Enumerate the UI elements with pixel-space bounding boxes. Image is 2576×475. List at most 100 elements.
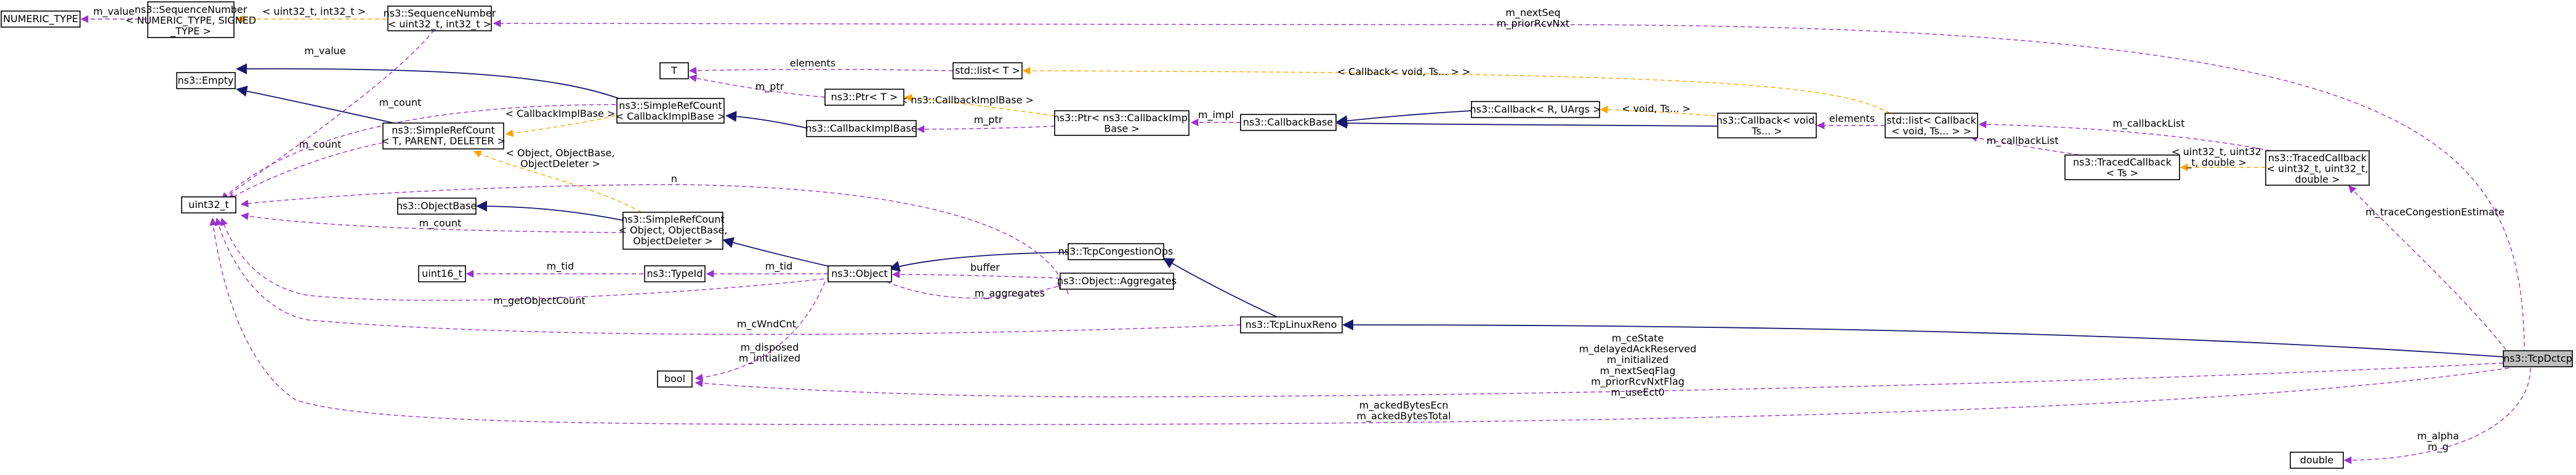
node-object[interactable]: ns3::Object [827, 265, 892, 282]
edge-m-ptr-t: m_ptr [688, 74, 826, 98]
label-line: m_delayedAckReserved [1579, 343, 1697, 356]
label-line: m_initialized [1607, 354, 1668, 366]
edge-m-value-seq: m_value [220, 30, 435, 201]
node-simple-ref-count-generic[interactable]: ns3::SimpleRefCount< T, PARENT, DELETER … [381, 122, 505, 150]
edge-inherit-empty-generic [236, 86, 395, 124]
node-uint32[interactable]: uint32_t [181, 196, 236, 214]
label-line: ns3::SequenceNumber [384, 7, 496, 19]
edge-elements-callback: elements [1816, 113, 1885, 130]
label-line: elements [1829, 113, 1875, 124]
edge-inherit-tcplinuxreno [1162, 258, 1281, 319]
node-callback-void-ts[interactable]: ns3::Callback< void,Ts... > [1717, 113, 1818, 138]
svg-text:m_count: m_count [419, 217, 462, 230]
label-line: m_value [93, 6, 134, 18]
label-line: m_nextSeqFlag [1600, 365, 1676, 377]
svg-text:< Object, ObjectBase,ObjectDel: < Object, ObjectBase,ObjectDeleter > [506, 147, 615, 170]
label-line: ns3::ObjectBase [396, 200, 477, 212]
node-simple-ref-count-callback[interactable]: ns3::SimpleRefCount< CallbackImplBase > [616, 98, 726, 124]
node-tcp-dctcp[interactable]: ns3::TcpDctcp [2503, 350, 2573, 367]
node-object-aggregates[interactable]: ns3::Object::Aggregates [1057, 273, 1177, 290]
label-line: m_priorRcvNxtFlag [1591, 375, 1684, 388]
label-line: ns3::Callback< R, UArgs > [1470, 103, 1601, 115]
svg-text:m_cWndCnt: m_cWndCnt [737, 318, 796, 330]
svg-text:ns3::Empty: ns3::Empty [177, 74, 233, 86]
label-line: NUMERIC_TYPE [3, 13, 78, 25]
svg-text:m_impl: m_impl [1198, 109, 1234, 121]
label-line: ns3::TcpCongestionOps [1058, 245, 1173, 257]
label-line: _TYPE > [170, 25, 211, 38]
node-std-list-t[interactable]: std::list< T > [952, 62, 1023, 79]
edge-inherit-tcpdctcp [1342, 319, 2504, 357]
edge-m-impl: m_impl [1190, 109, 1241, 127]
node-uint16[interactable]: uint16_t [418, 265, 466, 282]
label-line: m_ceState [1612, 332, 1664, 345]
node-traced-callback-u32[interactable]: ns3::TracedCallback< uint32_t, uint32_t,… [2265, 150, 2370, 186]
node-callback-base[interactable]: ns3::CallbackBase [1240, 114, 1337, 131]
label-line: ns3::Ptr< ns3::CallbackImpl [1053, 112, 1191, 124]
node-callback-impl-base[interactable]: ns3::CallbackImplBase [805, 120, 917, 137]
edge-inherit-callback-void [1336, 118, 1718, 129]
svg-text:< uint32_t, uint32_t, double >: < uint32_t, uint32_t, double > [2171, 146, 2261, 169]
node-numeric-type[interactable]: NUMERIC_TYPE [1, 10, 81, 28]
label-line: < Callback< void, Ts... > > [1337, 66, 1471, 78]
edge-elements-t: elements [688, 57, 954, 75]
edge-callbacklist-ts: m_callbackList [1969, 134, 2094, 158]
label-line: ns3::SimpleRefCount [621, 214, 724, 225]
svg-text:< uint32_t, int32_t >: < uint32_t, int32_t > [262, 6, 366, 18]
node-callback-r-uargs[interactable]: ns3::Callback< R, UArgs > [1470, 101, 1601, 118]
label-line: m_callbackList [2112, 118, 2184, 130]
svg-text:ns3::SequenceNumber< NUMERIC_T: ns3::SequenceNumber< NUMERIC_TYPE, SIGNE… [126, 4, 256, 38]
node-object-base[interactable]: ns3::ObjectBase [396, 198, 477, 215]
label-line: double > [2295, 174, 2340, 185]
label-line: < uint32_t, int32_t > [262, 6, 366, 18]
node-ptr-t[interactable]: ns3::Ptr< T > [824, 89, 904, 106]
label-line: m_tid [547, 260, 574, 273]
svg-text:ns3::TcpLinuxReno: ns3::TcpLinuxReno [1246, 319, 1337, 330]
node-double[interactable]: double [2290, 452, 2344, 469]
label-line: std::list< T > [955, 65, 1020, 76]
label-line: ns3::SimpleRefCount [392, 124, 494, 136]
svg-text:ns3::Callback< void,Ts... >: ns3::Callback< void,Ts... > [1717, 114, 1818, 137]
node-tcp-linux-reno[interactable]: ns3::TcpLinuxReno [1240, 316, 1343, 333]
svg-text:m_callbackList: m_callbackList [2112, 118, 2184, 130]
label-line: m_tid [765, 260, 792, 273]
label-line: m_getObjectCount [493, 295, 585, 307]
node-sequence-number-generic[interactable]: ns3::SequenceNumber< NUMERIC_TYPE, SIGNE… [126, 1, 256, 38]
label-line: m_disposed [741, 341, 799, 354]
label-line: m_count [299, 138, 342, 151]
edge-m-tid: m_tid [706, 260, 828, 278]
node-sequence-number-u32[interactable]: ns3::SequenceNumber< uint32_t, int32_t > [384, 6, 496, 31]
node-tcp-congestion-ops[interactable]: ns3::TcpCongestionOps [1058, 243, 1173, 260]
svg-text:m_value: m_value [93, 6, 134, 18]
svg-text:ns3::Callback< R, UArgs >: ns3::Callback< R, UArgs > [1470, 103, 1601, 115]
label-line: m_ptr [755, 81, 784, 93]
svg-text:ns3::Object: ns3::Object [831, 268, 888, 279]
node-bool[interactable]: bool [657, 370, 693, 388]
node-traced-callback-ts[interactable]: ns3::TracedCallback< Ts > [2064, 154, 2180, 180]
label-line: < uint32_t, uint32_t, [2266, 163, 2368, 175]
node-type-id[interactable]: ns3::TypeId [644, 265, 706, 282]
node-empty[interactable]: ns3::Empty [176, 72, 236, 89]
label-line: ns3::TcpDctcp [2503, 353, 2572, 364]
edge-buffer: buffer [892, 261, 1061, 279]
label-line: < uint32_t, uint32 [2171, 146, 2261, 158]
svg-text:ns3::Ptr< T >: ns3::Ptr< T > [831, 91, 898, 103]
svg-text:m_traceCongestionEstimate: m_traceCongestionEstimate [2365, 206, 2505, 218]
label-line: ns3::CallbackBase [1243, 116, 1333, 128]
label-line: T [670, 65, 677, 76]
edge-inherit-tcpcongestionops [888, 252, 1069, 272]
label-line: < uint32_t, int32_t > [388, 18, 491, 31]
label-line: uint16_t [422, 268, 462, 280]
label-line: < ns3::CallbackImplBase > [900, 94, 1034, 106]
node-std-list-callback[interactable]: std::list< Callback< void, Ts... > > [1885, 113, 1978, 138]
svg-text:bool: bool [664, 373, 685, 385]
node-t[interactable]: T [659, 62, 689, 79]
node-simple-ref-count-object[interactable]: ns3::SimpleRefCount< Object, ObjectBase,… [619, 212, 728, 250]
label-line: m_ptr [974, 114, 1003, 126]
svg-text:ns3::SimpleRefCount< Object, O: ns3::SimpleRefCount< Object, ObjectBase,… [619, 214, 728, 247]
label-line: ns3::Empty [177, 74, 233, 86]
